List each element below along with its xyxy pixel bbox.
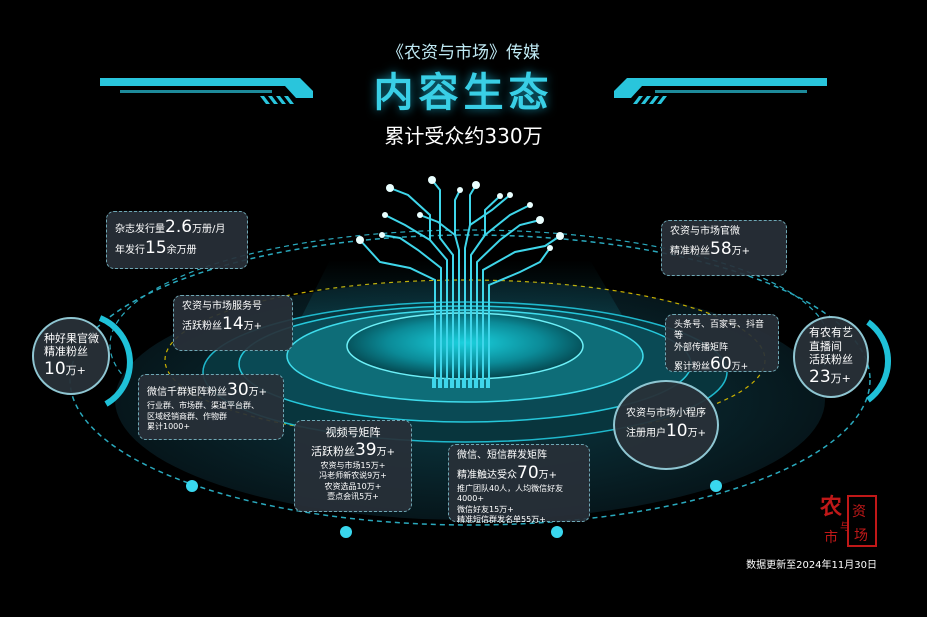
node-official-wechat: 农资与市场官微 精准粉丝58万+ (661, 220, 787, 276)
update-note: 数据更新至2024年11月30日 (746, 560, 877, 571)
fruit-wechat-title: 种好果官微 (44, 331, 99, 345)
video-matrix-label: 活跃粉丝 (310, 444, 355, 458)
sms-matrix-team: 推广团队40人，人均微信好友4000+ (457, 483, 564, 504)
node-media-matrix: 头条号、百家号、抖音等 外部传播矩阵 累计粉丝60万+ (665, 314, 779, 374)
arc-right (866, 319, 892, 403)
wechat-groups-total: 累计1000+ (147, 422, 191, 432)
mini-program-label: 注册用户 (625, 427, 666, 439)
service-account-value: 14 (222, 313, 244, 334)
seal-char-4: 市 (824, 529, 838, 546)
sms-matrix-title: 微信、短信群发矩阵 (457, 450, 547, 461)
official-wechat-label: 精准粉丝 (670, 245, 710, 257)
node-fruit-wechat: 种好果官微 精准粉丝 10万+ (32, 317, 110, 395)
media-matrix-title: 外部传播矩阵 (674, 342, 729, 353)
service-account-title: 农资与市场服务号 (182, 301, 262, 312)
fruit-wechat-label: 精准粉丝 (44, 345, 88, 359)
seal-char-5: 场 (854, 528, 868, 544)
node-video-matrix: 视频号矩阵 活跃粉丝39万+ 农资与市场15万+ 冯老师新农说9万+ 农资选品1… (294, 420, 412, 512)
sms-matrix-unit: 万+ (538, 469, 558, 481)
live-room-subtitle: 直播间 (809, 339, 842, 353)
video-matrix-item-2: 冯老师新农说9万+ (319, 471, 387, 481)
magazine-annual-value: 15 (145, 238, 167, 259)
video-matrix-item-1: 农资与市场15万+ (320, 461, 386, 470)
mini-program-unit: 万+ (687, 427, 707, 439)
magazine-annual-unit: 余万册 (166, 245, 197, 257)
sms-matrix-friends: 微信好友15万+ (457, 504, 514, 514)
node-sms-matrix: 微信、短信群发矩阵 精准触达受众70万+ 推广团队40人，人均微信好友4000+… (448, 444, 590, 524)
brand-seal-logo: 农 资 与 市 场 (819, 494, 877, 547)
wechat-groups-value: 30 (227, 380, 249, 400)
wechat-groups-unit: 万+ (248, 387, 268, 398)
magazine-monthly-value: 2.6 (165, 217, 193, 237)
wechat-groups-types-1: 行业群、市场群、渠道平台群、 (147, 401, 259, 411)
page-title: 内容生态 (373, 70, 554, 116)
audience-total: 累计受众约330万 (384, 124, 543, 148)
media-matrix-unit: 万+ (731, 361, 749, 372)
video-matrix-value: 39 (354, 439, 377, 460)
service-account-unit: 万+ (243, 320, 263, 332)
mini-program-title: 农资与市场小程序 (626, 408, 706, 420)
circuit-pins (432, 378, 490, 388)
magazine-label: 杂志发行量 (115, 224, 165, 235)
seal-char-3: 与 (840, 521, 850, 533)
fruit-wechat-unit: 万+ (65, 364, 86, 378)
node-service-account: 农资与市场服务号 活跃粉丝14万+ (173, 295, 293, 351)
sms-matrix-sms-list: 精准短信群发名单55万+ (457, 514, 546, 524)
header-bar-right (614, 78, 827, 104)
media-matrix-platforms: 头条号、百家号、抖音等 (674, 320, 765, 342)
node-live-room: 有农有艺 直播间 活跃粉丝 23万+ (793, 316, 869, 398)
fruit-wechat-value: 10 (44, 359, 66, 380)
video-matrix-title: 视频号矩阵 (325, 426, 381, 439)
seal-char-2: 资 (852, 504, 866, 520)
official-wechat-value: 58 (710, 238, 732, 259)
service-account-label: 活跃粉丝 (182, 320, 222, 332)
circuit-nodes (356, 176, 564, 251)
circuit-tree (359, 179, 561, 380)
official-wechat-unit: 万+ (731, 245, 751, 257)
live-room-value: 23 (809, 367, 831, 387)
mini-program-value: 10 (665, 420, 688, 441)
live-room-title: 有农有艺 (809, 325, 853, 339)
magazine-monthly-unit: 万册/月 (192, 224, 226, 235)
official-wechat-title: 农资与市场官微 (670, 226, 740, 237)
media-matrix-value: 60 (710, 353, 732, 374)
wechat-groups-types-2: 区域经销商群、作物群 (147, 411, 227, 421)
sms-matrix-value: 70 (517, 462, 539, 483)
magazine-annual-label: 年发行 (115, 245, 145, 257)
arc-left (98, 315, 133, 407)
video-matrix-unit: 万+ (376, 446, 396, 458)
subtitle: 《农资与市场》传媒 (387, 43, 540, 63)
node-wechat-groups: 微信千群矩阵粉丝30万+ 行业群、市场群、渠道平台群、 区域经销商群、作物群 累… (138, 374, 284, 440)
live-room-label: 活跃粉丝 (809, 353, 853, 367)
sms-matrix-label: 精准触达受众 (457, 469, 517, 481)
media-matrix-label: 累计粉丝 (674, 361, 711, 372)
node-mini-program: 农资与市场小程序 注册用户10万+ (613, 380, 719, 470)
orbit-dots (186, 480, 722, 538)
wechat-groups-label: 微信千群矩阵粉丝 (147, 387, 227, 398)
header-bar-left (100, 78, 313, 104)
live-room-unit: 万+ (830, 372, 851, 385)
node-magazine: 杂志发行量2.6万册/月 年发行15余万册 (106, 211, 248, 269)
video-matrix-item-3: 农资选品10万+ (324, 481, 382, 491)
seal-char-1: 农 (819, 494, 842, 520)
video-matrix-item-4: 壹点会讯5万+ (327, 492, 379, 502)
